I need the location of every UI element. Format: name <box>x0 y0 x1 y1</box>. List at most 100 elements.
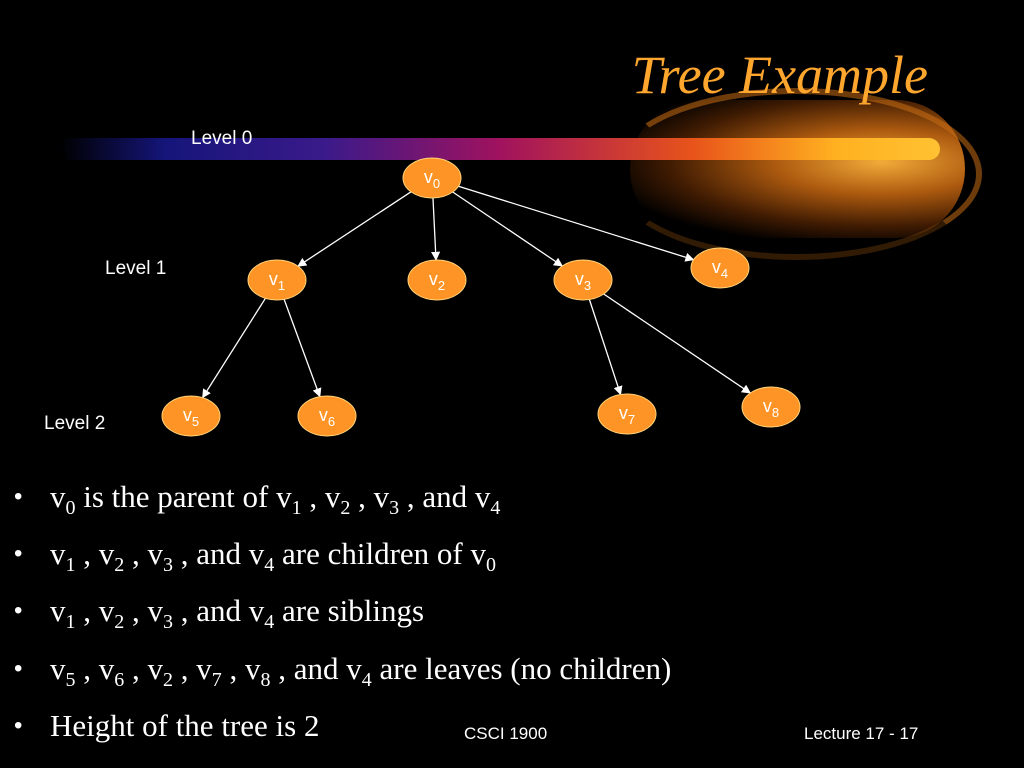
bullet-text: , v <box>221 650 261 686</box>
subscript: 1 <box>291 497 302 520</box>
decorative-swoosh-line <box>60 138 940 160</box>
node-v4: v4 <box>690 247 750 289</box>
node-label-v8: v8 <box>763 396 779 420</box>
decorative-swoosh-arc <box>610 88 982 260</box>
node-label-v2: v2 <box>429 269 445 293</box>
node-label-v5: v5 <box>183 405 199 429</box>
bullet-text: is the parent of v <box>75 479 292 514</box>
edge-v1-v6 <box>283 299 322 398</box>
subscript: 1 <box>65 611 76 634</box>
bullet-text: are leaves (no children) <box>371 650 672 686</box>
bullet-text: v <box>50 479 66 514</box>
node-v1: v1 <box>247 259 307 301</box>
node-shape-v2 <box>407 259 467 301</box>
bullet-item: •v0 is the parent of v1 , v2 , v3 , and … <box>14 474 671 531</box>
edge-v0-v2 <box>431 197 441 261</box>
edge-v3-v8 <box>603 293 752 394</box>
bullet-text: , v <box>75 536 115 572</box>
edges-layer <box>202 185 752 399</box>
node-label-v0: v0 <box>424 167 440 191</box>
node-shape-v3 <box>553 259 613 301</box>
node-label-v4: v4 <box>712 257 728 281</box>
subscript: 0 <box>65 497 76 520</box>
node-shape-v4 <box>690 247 750 289</box>
slide-title: Tree Example <box>631 45 928 105</box>
node-label-v7: v7 <box>619 403 635 427</box>
subscript: 8 <box>260 668 271 691</box>
bullet-text: , and v <box>173 593 265 629</box>
node-shape-v6 <box>297 395 357 437</box>
node-v0: v0 <box>402 157 462 199</box>
edge-v0-v4 <box>458 185 695 262</box>
node-shape-v8 <box>741 386 801 428</box>
footer-course: CSCI 1900 <box>464 724 548 743</box>
bullet-text: , v <box>124 650 163 686</box>
bullet-dot-icon: • <box>14 654 23 682</box>
node-shape-v7 <box>597 393 657 435</box>
bullet-dot-icon: • <box>14 540 23 568</box>
subscript: 6 <box>114 668 125 691</box>
bullet-list: •v0 is the parent of v1 , v2 , v3 , and … <box>14 474 671 749</box>
subscript: 4 <box>264 554 275 577</box>
node-shape-v0 <box>402 157 462 199</box>
bullet-item: •v5 , v6 , v2 , v7 , v8 , and v4 are lea… <box>14 646 671 703</box>
tree-diagram: v0 v1 v2 v3 v4 v5 v6 v7 v8 <box>161 157 801 437</box>
node-shape-v1 <box>247 259 307 301</box>
edge-v0-v3 <box>452 191 564 267</box>
bullet-text: v <box>50 593 66 629</box>
footer-lecture: Lecture 17 - 17 <box>804 724 919 743</box>
node-shape-v5 <box>161 395 221 437</box>
bullet-text: , v <box>75 593 115 629</box>
node-v3: v3 <box>553 259 613 301</box>
node-v6: v6 <box>297 395 357 437</box>
node-label-v6: v6 <box>319 405 335 429</box>
edge-v1-v5 <box>202 297 266 399</box>
nodes-layer: v0 v1 v2 v3 v4 v5 v6 v7 v8 <box>161 157 801 437</box>
level-2-label: Level 2 <box>44 413 106 434</box>
node-label-v1: v1 <box>269 269 285 293</box>
node-v8: v8 <box>741 386 801 428</box>
bullet-text: , v <box>350 479 390 514</box>
level-1-label: Level 1 <box>105 258 167 279</box>
edge-v0-v1 <box>297 191 412 267</box>
subscript: 1 <box>65 554 76 577</box>
level-0-label: Level 0 <box>191 128 253 149</box>
bullet-text: , v <box>173 650 212 686</box>
bullet-text: , and v <box>173 536 265 572</box>
node-v2: v2 <box>407 259 467 301</box>
node-v7: v7 <box>597 393 657 435</box>
subscript: 4 <box>490 497 501 520</box>
bullet-item: •v1 , v2 , v3 , and v4 are children of v… <box>14 531 671 588</box>
node-label-v3: v3 <box>575 269 591 293</box>
bullet-text: , v <box>75 650 115 686</box>
bullet-text: , v <box>124 593 163 629</box>
bullet-text: v <box>50 536 66 572</box>
bullet-item: • Height of the tree is 2 <box>14 703 671 749</box>
bullet-text: Height of the tree is 2 <box>50 707 320 743</box>
subscript: 7 <box>211 668 222 691</box>
bullet-dot-icon: • <box>14 483 23 510</box>
bullet-dot-icon: • <box>14 711 23 739</box>
bullet-item: •v1 , v2 , v3 , and v4 are siblings <box>14 588 671 645</box>
subscript: 5 <box>65 668 76 691</box>
subscript: 4 <box>361 668 372 691</box>
bullet-text: are siblings <box>274 593 425 629</box>
subscript: 4 <box>264 611 275 634</box>
bullet-dot-icon: • <box>14 597 23 625</box>
subscript: 2 <box>340 497 351 520</box>
bullet-text: , and v <box>399 479 491 514</box>
subscript: 0 <box>486 554 496 577</box>
subscript: 3 <box>389 497 400 520</box>
bullet-text: , v <box>301 479 341 514</box>
bullet-text: , v <box>124 536 163 572</box>
subscript: 2 <box>114 554 125 577</box>
bullet-text: , and v <box>270 650 362 686</box>
subscript: 3 <box>163 611 173 634</box>
bullet-text: are children of v <box>274 536 486 572</box>
edge-v3-v7 <box>588 299 623 396</box>
node-v5: v5 <box>161 395 221 437</box>
subscript: 3 <box>163 554 173 577</box>
bullet-text: v <box>50 650 66 686</box>
subscript: 2 <box>163 668 173 691</box>
